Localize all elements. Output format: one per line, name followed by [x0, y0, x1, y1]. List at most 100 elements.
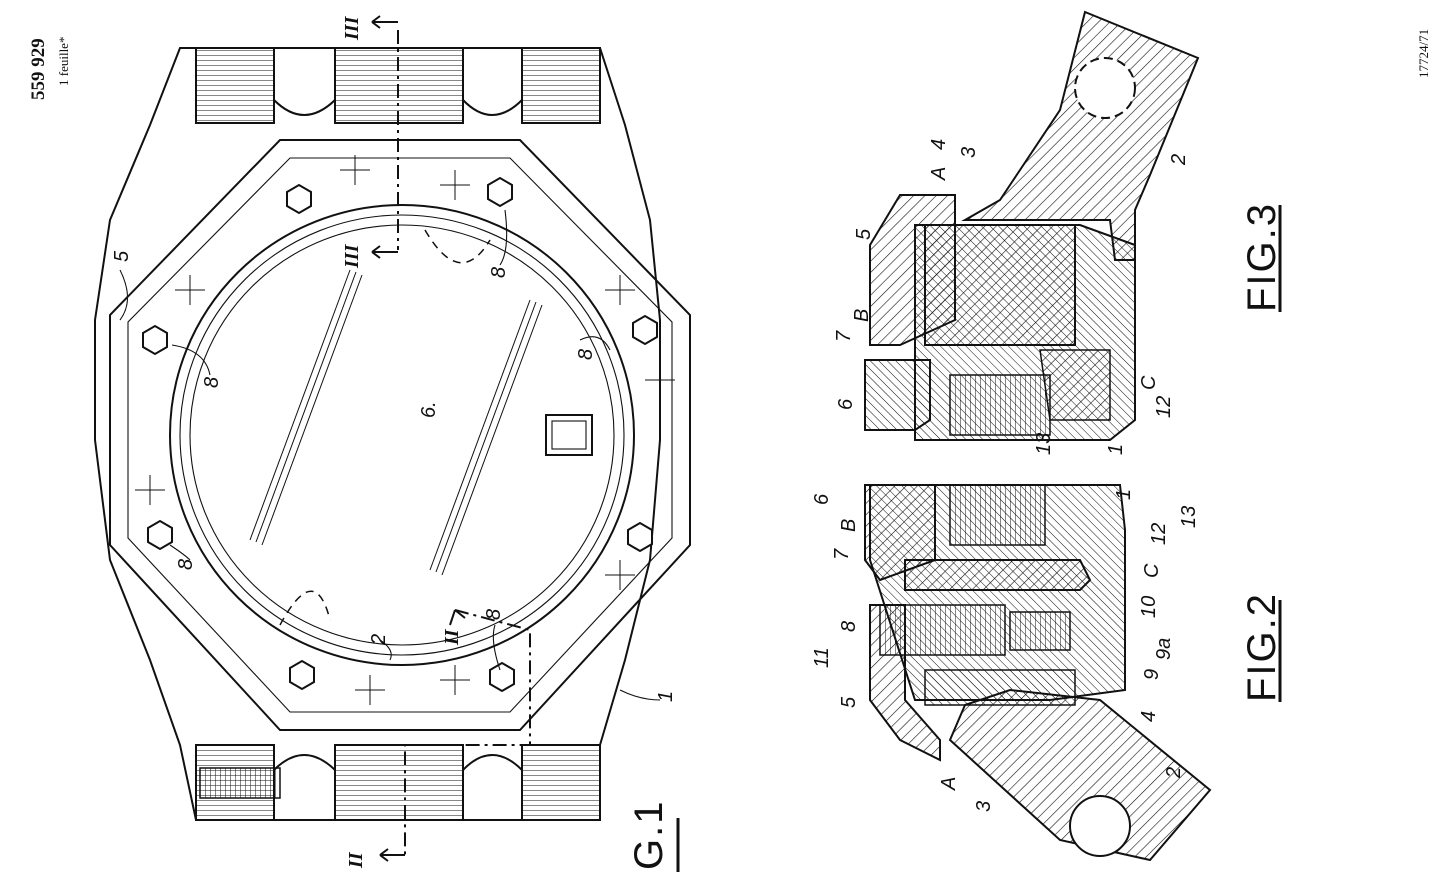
bezel-screws: [142, 176, 658, 693]
fig3-strap-part-2: [961, 10, 1200, 261]
sheet-note: 1 feuille*: [56, 37, 71, 86]
fig2-cross-section: 6 B 7 8 11 5 A 3 2 1 13 12 C 10 9a 9 4 F…: [811, 484, 1284, 862]
fig2-title: FIG.2: [1240, 592, 1284, 702]
section-arrow-iii-top: [371, 15, 398, 29]
svg-text:9a: 9a: [1153, 638, 1175, 660]
fig3-label-gasket4: 4: [928, 139, 950, 150]
svg-text:B: B: [851, 309, 873, 322]
date-window-inner: [551, 420, 587, 450]
fig2-movement-13: [949, 484, 1046, 546]
fig3-strap-hole: [1074, 57, 1136, 119]
svg-text:1: 1: [1113, 489, 1135, 500]
fig2-nut-9: [1009, 611, 1071, 651]
fig2-label-C: C: [1141, 563, 1163, 578]
svg-text:6: 6: [835, 398, 857, 410]
svg-text:13: 13: [1033, 433, 1055, 455]
fig3-label-bezel: 5: [853, 228, 875, 240]
crystal-glare: [249, 269, 543, 576]
fig1-label-case: 1: [655, 691, 677, 702]
fig3-cross-section: 5 A 4 3 2 B 7 6 C 12 13 1 FIG.3: [833, 10, 1284, 455]
svg-text:2: 2: [1168, 154, 1190, 166]
fig2-label-crystal: 6: [811, 493, 833, 505]
fig3-label-part12: 12: [1153, 396, 1175, 418]
fig2-screw-8: [879, 604, 1006, 656]
reference-number: 17724/71: [1416, 29, 1431, 78]
fig1-leaders: [119, 209, 661, 701]
fig2-strap-hole: [1069, 795, 1131, 857]
section-mark-iii-mid: III: [341, 243, 363, 269]
svg-text:2: 2: [1163, 767, 1185, 779]
svg-text:5: 5: [853, 228, 875, 240]
fig1-label-screw-d: 8: [175, 559, 197, 570]
screw-3: [142, 324, 168, 356]
section-arrow-iii-mid: [371, 245, 398, 259]
fig2-label-part12: 12: [1148, 523, 1170, 545]
fig2-gasket-4: [924, 669, 1076, 706]
bezel-crosses: [135, 155, 675, 705]
svg-text:FIG.2: FIG.2: [1240, 592, 1284, 702]
screw-1: [286, 183, 312, 215]
fig2-label-B: B: [838, 519, 860, 532]
fig2-label-part7: 7: [831, 548, 853, 560]
crystal-ring-outer: [169, 204, 635, 666]
fig1-label-screw-b: 8: [488, 267, 510, 278]
fig2-label-part10: 10: [1138, 596, 1160, 618]
fig2-label-nut9: 9: [1141, 669, 1163, 680]
svg-text:4: 4: [928, 139, 950, 150]
screw-2: [487, 176, 513, 208]
screw-4: [632, 314, 658, 346]
svg-text:B: B: [838, 519, 860, 532]
crystal-ring-inner: [189, 224, 615, 646]
svg-text:8: 8: [483, 609, 505, 620]
date-window: [545, 414, 593, 456]
fig2-label-nut9a: 9a: [1153, 638, 1175, 660]
section-arrow-ii: [449, 609, 466, 626]
fig1-label-ring: 2: [368, 634, 390, 646]
dashed-cutout-bottom: [279, 590, 331, 626]
svg-text:5: 5: [111, 250, 133, 262]
fig2-label-screw: 8: [838, 621, 860, 632]
section-mark-ii-bottom: II: [345, 851, 367, 869]
fig1-label-bezel: 5: [111, 250, 133, 262]
fig2-label-part11: 11: [811, 647, 833, 668]
svg-text:3: 3: [973, 801, 995, 812]
svg-text:G.1: G.1: [627, 800, 671, 870]
fig3-label-B: B: [851, 309, 873, 322]
fig3-label-A: A: [928, 167, 950, 181]
lug-notch-bottom-2: [462, 754, 523, 771]
svg-text:A: A: [928, 167, 950, 181]
dashed-cutout-top: [424, 229, 491, 264]
svg-text:A: A: [938, 777, 960, 791]
lug-bottom-3: [521, 744, 601, 821]
section-arrow-ii-bottom: [379, 848, 405, 862]
fig3-part-12: [1039, 349, 1111, 421]
fig2-gasket-3: [904, 559, 1092, 591]
fig2-label-part13: 13: [1178, 506, 1200, 528]
svg-text:10: 10: [1138, 596, 1160, 618]
fig2-label-bezel: 5: [838, 696, 860, 708]
section-line-ii: [404, 609, 531, 855]
svg-text:12: 12: [1153, 396, 1175, 418]
svg-text:9: 9: [1141, 669, 1163, 680]
bezel-outer: [109, 139, 691, 731]
fig1-label-crystal: 6.: [418, 401, 440, 418]
fig3-label-case: 1: [1105, 444, 1127, 455]
fig2-label-gasket4: 4: [1138, 711, 1160, 722]
fig3-label-part13: 13: [1033, 433, 1055, 455]
svg-text:12: 12: [1148, 523, 1170, 545]
header-left: 559 929 1 feuille*: [28, 37, 71, 100]
svg-text:8: 8: [838, 621, 860, 632]
svg-text:II: II: [345, 851, 367, 869]
screw-6: [627, 521, 653, 553]
svg-text:8: 8: [575, 349, 597, 360]
svg-text:7: 7: [833, 330, 855, 342]
fig1-watch-top-view: 5 6. 2 1 8 8 8 8 8 III III II II G.1: [94, 15, 691, 872]
lug-top-1: [195, 47, 275, 124]
fig1-label-screw-a: 8: [201, 377, 223, 388]
section-mark-ii-mid: II: [441, 628, 463, 646]
fig3-title: FIG.3: [1240, 202, 1284, 312]
svg-text:III: III: [341, 15, 363, 41]
patent-number: 559 929: [28, 38, 49, 100]
screw-5: [147, 519, 173, 551]
